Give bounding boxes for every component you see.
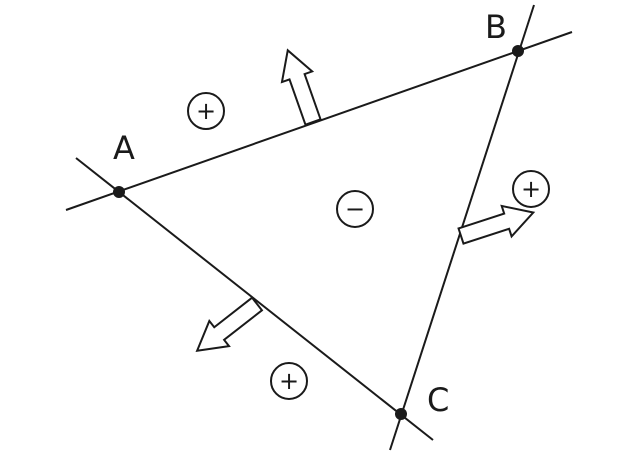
vertex-c-dot (395, 408, 407, 420)
sign-marker-outside-ca: + (270, 362, 308, 400)
line-ab (65, 31, 573, 211)
sign-outside-ca: + (279, 367, 299, 395)
sign-outside-bc: + (521, 175, 541, 203)
vertex-a-label: A (113, 129, 135, 167)
vertex-c-label: C (427, 381, 449, 419)
sign-marker-outside-bc: + (512, 170, 550, 208)
line-ca (75, 157, 434, 441)
normal-arrow-ca (195, 296, 264, 353)
sign-marker-inside: − (336, 190, 374, 228)
sign-marker-outside-ab: + (187, 92, 225, 130)
vertex-a-dot (113, 186, 125, 198)
normal-arrow-bc (457, 204, 536, 245)
vertex-b-label: B (485, 8, 507, 46)
sign-inside: − (345, 195, 365, 223)
vertex-b-dot (512, 45, 524, 57)
normal-arrow-ab (280, 48, 322, 126)
sign-outside-ab: + (196, 97, 216, 125)
